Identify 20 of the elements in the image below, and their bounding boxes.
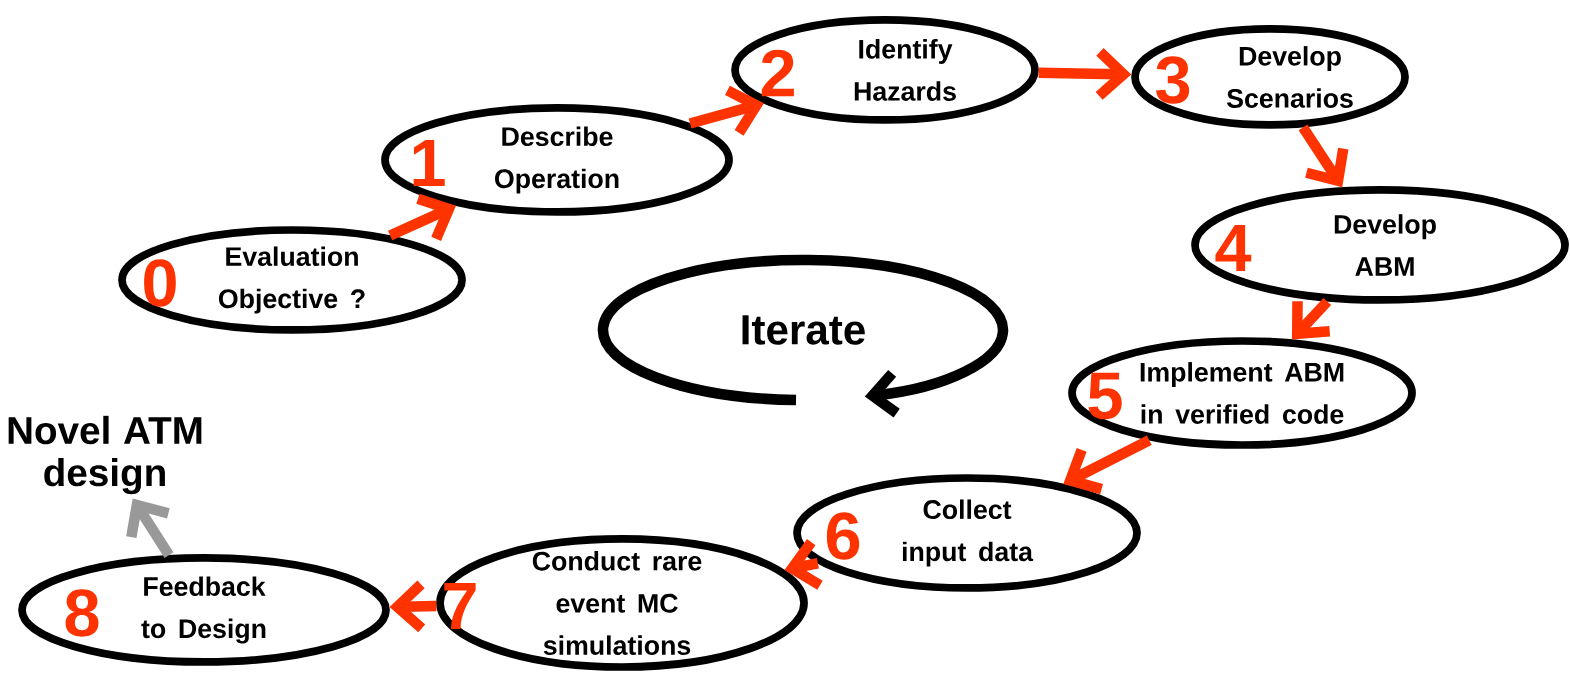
step-number: 5 xyxy=(1088,372,1122,420)
step-number: 7 xyxy=(444,583,476,629)
loop-label: Iterate xyxy=(742,315,865,345)
step-number: 8 xyxy=(65,589,99,637)
step-label: Develop ABM xyxy=(1334,214,1436,276)
step-number: 2 xyxy=(761,49,794,97)
step-label: Feedback to Design xyxy=(141,576,266,644)
step-number: 3 xyxy=(1156,56,1190,104)
step-label: Collect input data xyxy=(902,499,1034,567)
step-number: 1 xyxy=(413,140,445,186)
step-label: Describe Operation xyxy=(495,126,619,194)
heading-text: Novel ATM design xyxy=(8,415,202,495)
step-label: Conduct rare event MC simulations xyxy=(532,551,702,655)
step-number: 4 xyxy=(1215,225,1252,271)
step-number: 0 xyxy=(144,259,176,307)
step-label: Implement ABM in verified code xyxy=(1140,362,1344,424)
step-label: Evaluation Objective ? xyxy=(218,246,365,314)
step-label: Develop Scenarios xyxy=(1226,46,1353,108)
step-number: 6 xyxy=(826,512,860,560)
step-label: Identify Hazards xyxy=(854,39,956,101)
